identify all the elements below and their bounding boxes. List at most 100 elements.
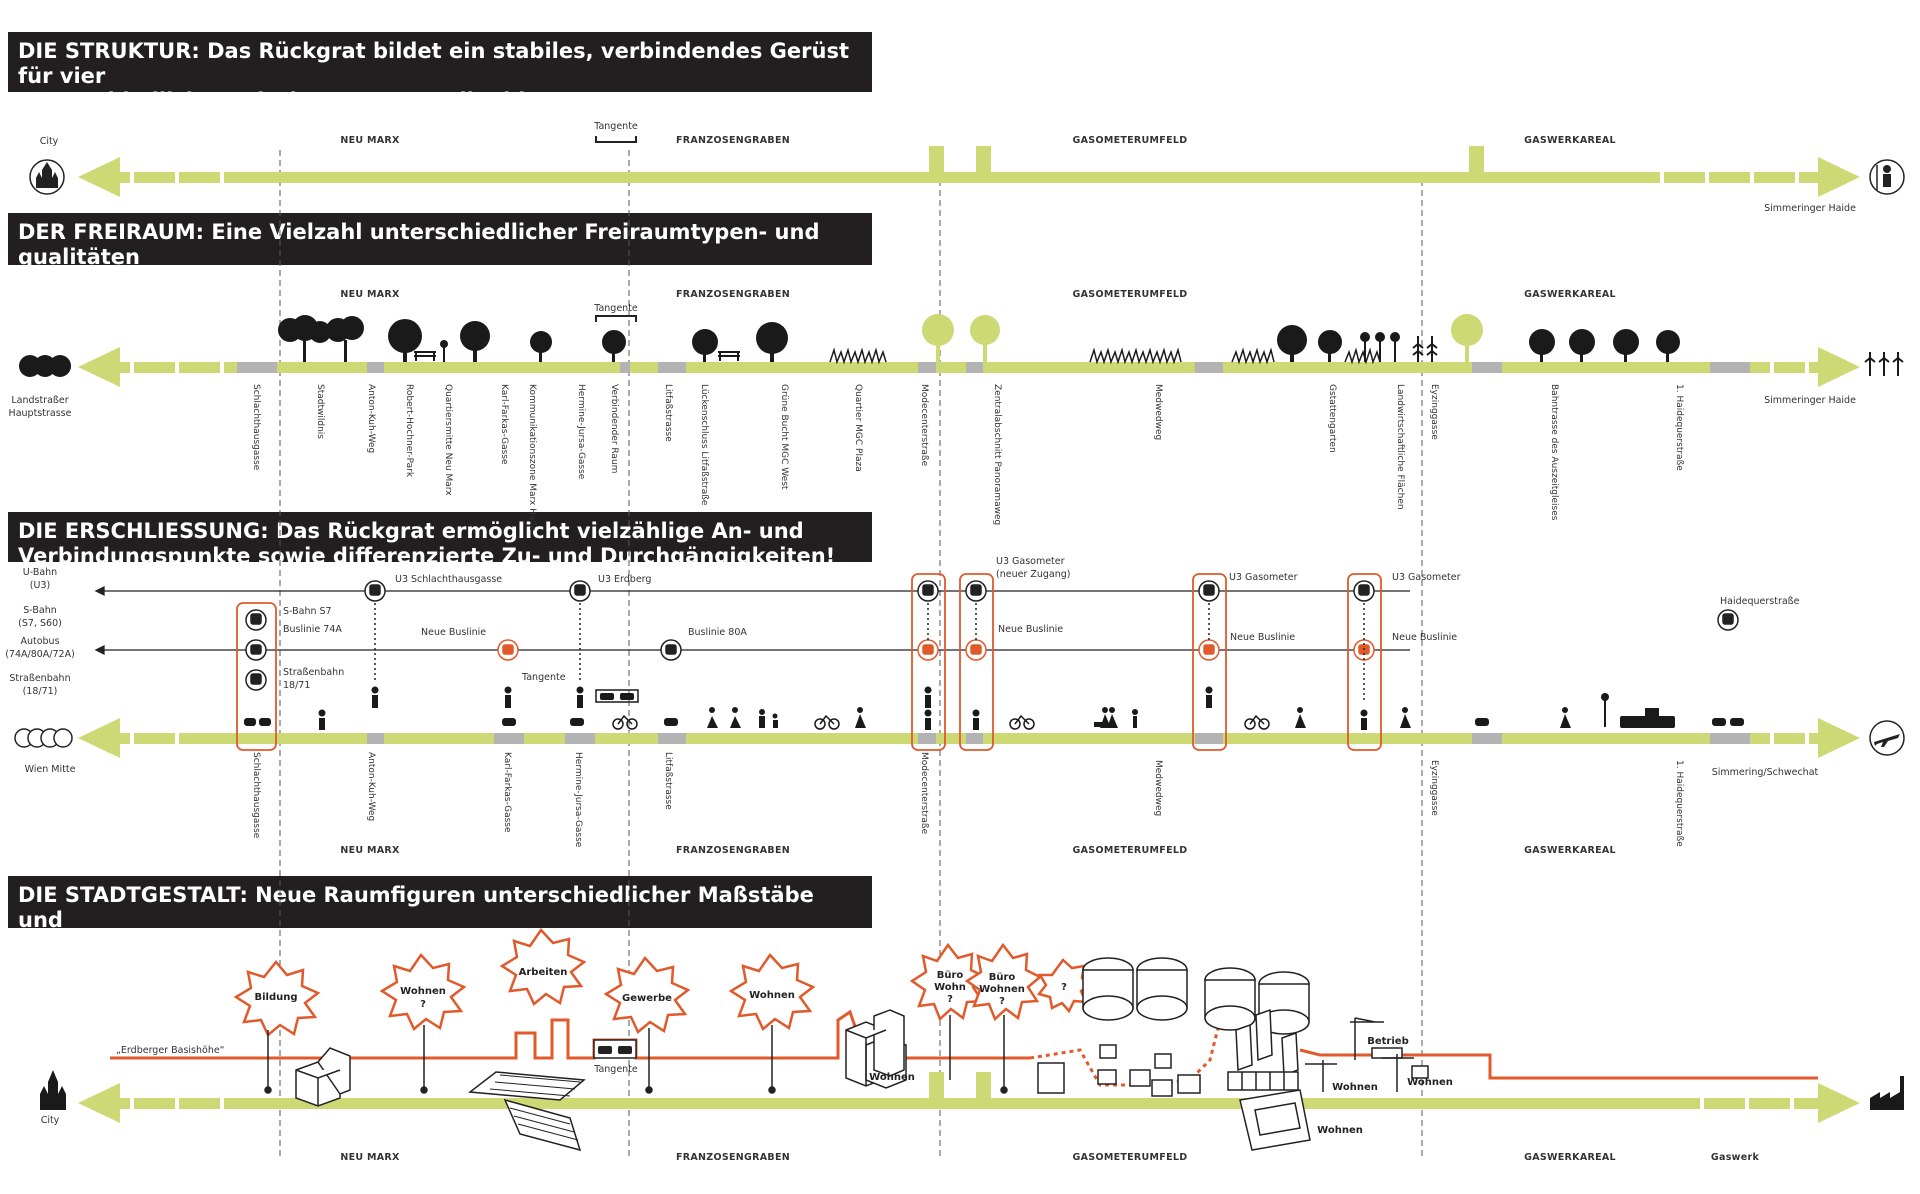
station-label: U3 Erdberg bbox=[598, 574, 651, 585]
car-icon bbox=[1475, 718, 1489, 726]
place-name: Zentralabschnitt Panoramaweg bbox=[992, 384, 1002, 525]
banner-freiraum-line1: DER FREIRAUM: Eine Vielzahl unterschiedl… bbox=[18, 220, 820, 269]
transit-label: Neue Buslinie bbox=[998, 624, 1063, 635]
erschliessung-zone-neu-marx: NEU MARX bbox=[340, 845, 400, 856]
train-engine-icon bbox=[1620, 708, 1675, 728]
new-bus-icon bbox=[497, 639, 519, 661]
struktur-knot-1 bbox=[929, 146, 944, 172]
interchange-frame bbox=[236, 602, 277, 751]
stadtgestalt-section: Bildung Wohnen ? Arbeiten Gewerbe Wohnen… bbox=[40, 928, 1904, 1163]
activity-icons bbox=[707, 707, 1571, 728]
tree-icon bbox=[1529, 329, 1555, 362]
bench-icon bbox=[414, 351, 436, 361]
street-name: Anton-Kuh-Weg bbox=[366, 752, 376, 821]
banner-erschliessung-line2: Verbindungspunkte sowie differenzierte Z… bbox=[18, 544, 836, 568]
crane-icon bbox=[1382, 1054, 1414, 1092]
place-name: Karl-Farkas-Gasse bbox=[499, 384, 509, 465]
pedestrian-icon bbox=[576, 686, 584, 708]
tower-cluster-icon bbox=[845, 1009, 907, 1089]
stadtgestalt-zone-gaswerkareal: GASWERKAREAL bbox=[1524, 1152, 1616, 1163]
burst-label: Wohnen bbox=[979, 984, 1025, 995]
flower-icon bbox=[1375, 332, 1385, 362]
struktur-arrow-left bbox=[78, 157, 120, 197]
interchange-frame bbox=[959, 573, 994, 751]
pedestrian-icon bbox=[924, 686, 932, 708]
place-name: Lückenschluss Litfaßstraße bbox=[699, 384, 709, 506]
burst-label: Wohnen bbox=[749, 990, 795, 1001]
place-name: Landwirtschaftliche Flächen bbox=[1395, 384, 1405, 510]
street-name: Hermine-Jursa-Gasse bbox=[573, 752, 583, 848]
walker-icon bbox=[855, 707, 866, 728]
struktur-zone-neu-marx: NEU MARX bbox=[340, 135, 400, 146]
legend-label: (S7, S60) bbox=[18, 618, 62, 629]
tree-icon bbox=[1569, 329, 1595, 362]
small-building-icon bbox=[1099, 1044, 1117, 1059]
cathedral-icon bbox=[40, 1070, 66, 1110]
place-name: Gstattengarten bbox=[1327, 384, 1337, 453]
erschliessung-street-names: Schlachthausgasse Anton-Kuh-Weg Karl-Far… bbox=[251, 752, 1684, 848]
car-icon bbox=[244, 718, 271, 726]
legend-label: (U3) bbox=[30, 580, 50, 591]
young-tree-icon bbox=[970, 315, 1000, 362]
family-icon bbox=[759, 709, 778, 728]
train-icon bbox=[1717, 609, 1739, 631]
train-icon bbox=[245, 609, 267, 631]
struktur-zone-gasometerumfeld: GASOMETERUMFELD bbox=[1073, 135, 1188, 146]
hall-icon bbox=[468, 1071, 586, 1152]
burst-arbeiten bbox=[499, 928, 587, 1006]
signal-icon bbox=[1601, 693, 1609, 727]
tree-icon bbox=[692, 329, 718, 362]
place-name: Eyzinggasse bbox=[1429, 384, 1439, 440]
struktur-knot-3 bbox=[1469, 146, 1484, 172]
pedestrian-icon bbox=[924, 709, 932, 730]
height-profile-line bbox=[110, 1009, 1030, 1060]
pedestrian-icon bbox=[504, 686, 512, 708]
bus-icon bbox=[245, 639, 267, 661]
pedestrian-icon bbox=[318, 709, 326, 730]
tree-icons bbox=[19, 315, 1680, 377]
access-dotted-lines bbox=[374, 603, 1365, 700]
pedestrian-icon bbox=[1360, 709, 1368, 730]
station-label: (neuer Zugang) bbox=[996, 569, 1071, 580]
station-icons bbox=[245, 580, 1739, 691]
crane-icons bbox=[1305, 1017, 1414, 1092]
burst-bildung bbox=[233, 960, 321, 1037]
car-icon bbox=[1712, 718, 1744, 726]
tree-icon bbox=[1656, 330, 1680, 362]
station-label: U3 Gasometer bbox=[996, 556, 1065, 567]
metro-icon bbox=[965, 580, 987, 602]
grass-icons bbox=[829, 347, 1381, 365]
erschliessung-grey-segments bbox=[367, 733, 1750, 744]
tree-icon bbox=[326, 316, 364, 362]
interchange-frame bbox=[1347, 573, 1382, 751]
young-tree-icons bbox=[922, 314, 1483, 362]
freiraum-tangente-label: Tangente bbox=[593, 303, 638, 314]
street-name: Schlachthausgasse bbox=[251, 752, 261, 839]
freiraum-zone-gasometerumfeld: GASOMETERUMFELD bbox=[1073, 289, 1188, 300]
struktur-knot-2 bbox=[976, 146, 991, 172]
young-tree-icon bbox=[1451, 314, 1483, 362]
banner-struktur: DIE STRUKTUR: Das Rückgrat bildet ein st… bbox=[8, 32, 872, 113]
place-name: Robert-Hochner-Park bbox=[404, 384, 414, 478]
gaswerk-icon bbox=[1870, 1076, 1904, 1110]
tree-icon bbox=[1277, 325, 1307, 362]
burst-label: Büro bbox=[989, 972, 1016, 983]
freiraum-place-names: Schlachthausgasse Stadtwildnis Anton-Kuh… bbox=[251, 384, 1684, 531]
building-cluster-icon bbox=[295, 1047, 351, 1107]
flower-icon bbox=[1360, 332, 1370, 362]
building-icons bbox=[295, 957, 1429, 1152]
tree-icon bbox=[278, 315, 331, 362]
street-name: Medwedweg bbox=[1153, 760, 1163, 816]
car-icon bbox=[570, 718, 584, 726]
burst-gewerbe bbox=[603, 956, 691, 1034]
place-name: Anton-Kuh-Weg bbox=[366, 384, 376, 453]
burst-label: ? bbox=[1061, 982, 1067, 993]
tram-icon bbox=[245, 669, 267, 691]
tree-icon bbox=[602, 330, 626, 362]
transit-label: Neue Buslinie bbox=[1392, 632, 1457, 643]
flower-icon bbox=[440, 340, 448, 362]
stadtgestalt-zone-franzosengraben: FRANZOSENGRABEN bbox=[676, 1152, 790, 1163]
stadtgestalt-right-label: Gaswerk bbox=[1711, 1152, 1760, 1163]
interchange-frame bbox=[1192, 573, 1227, 751]
